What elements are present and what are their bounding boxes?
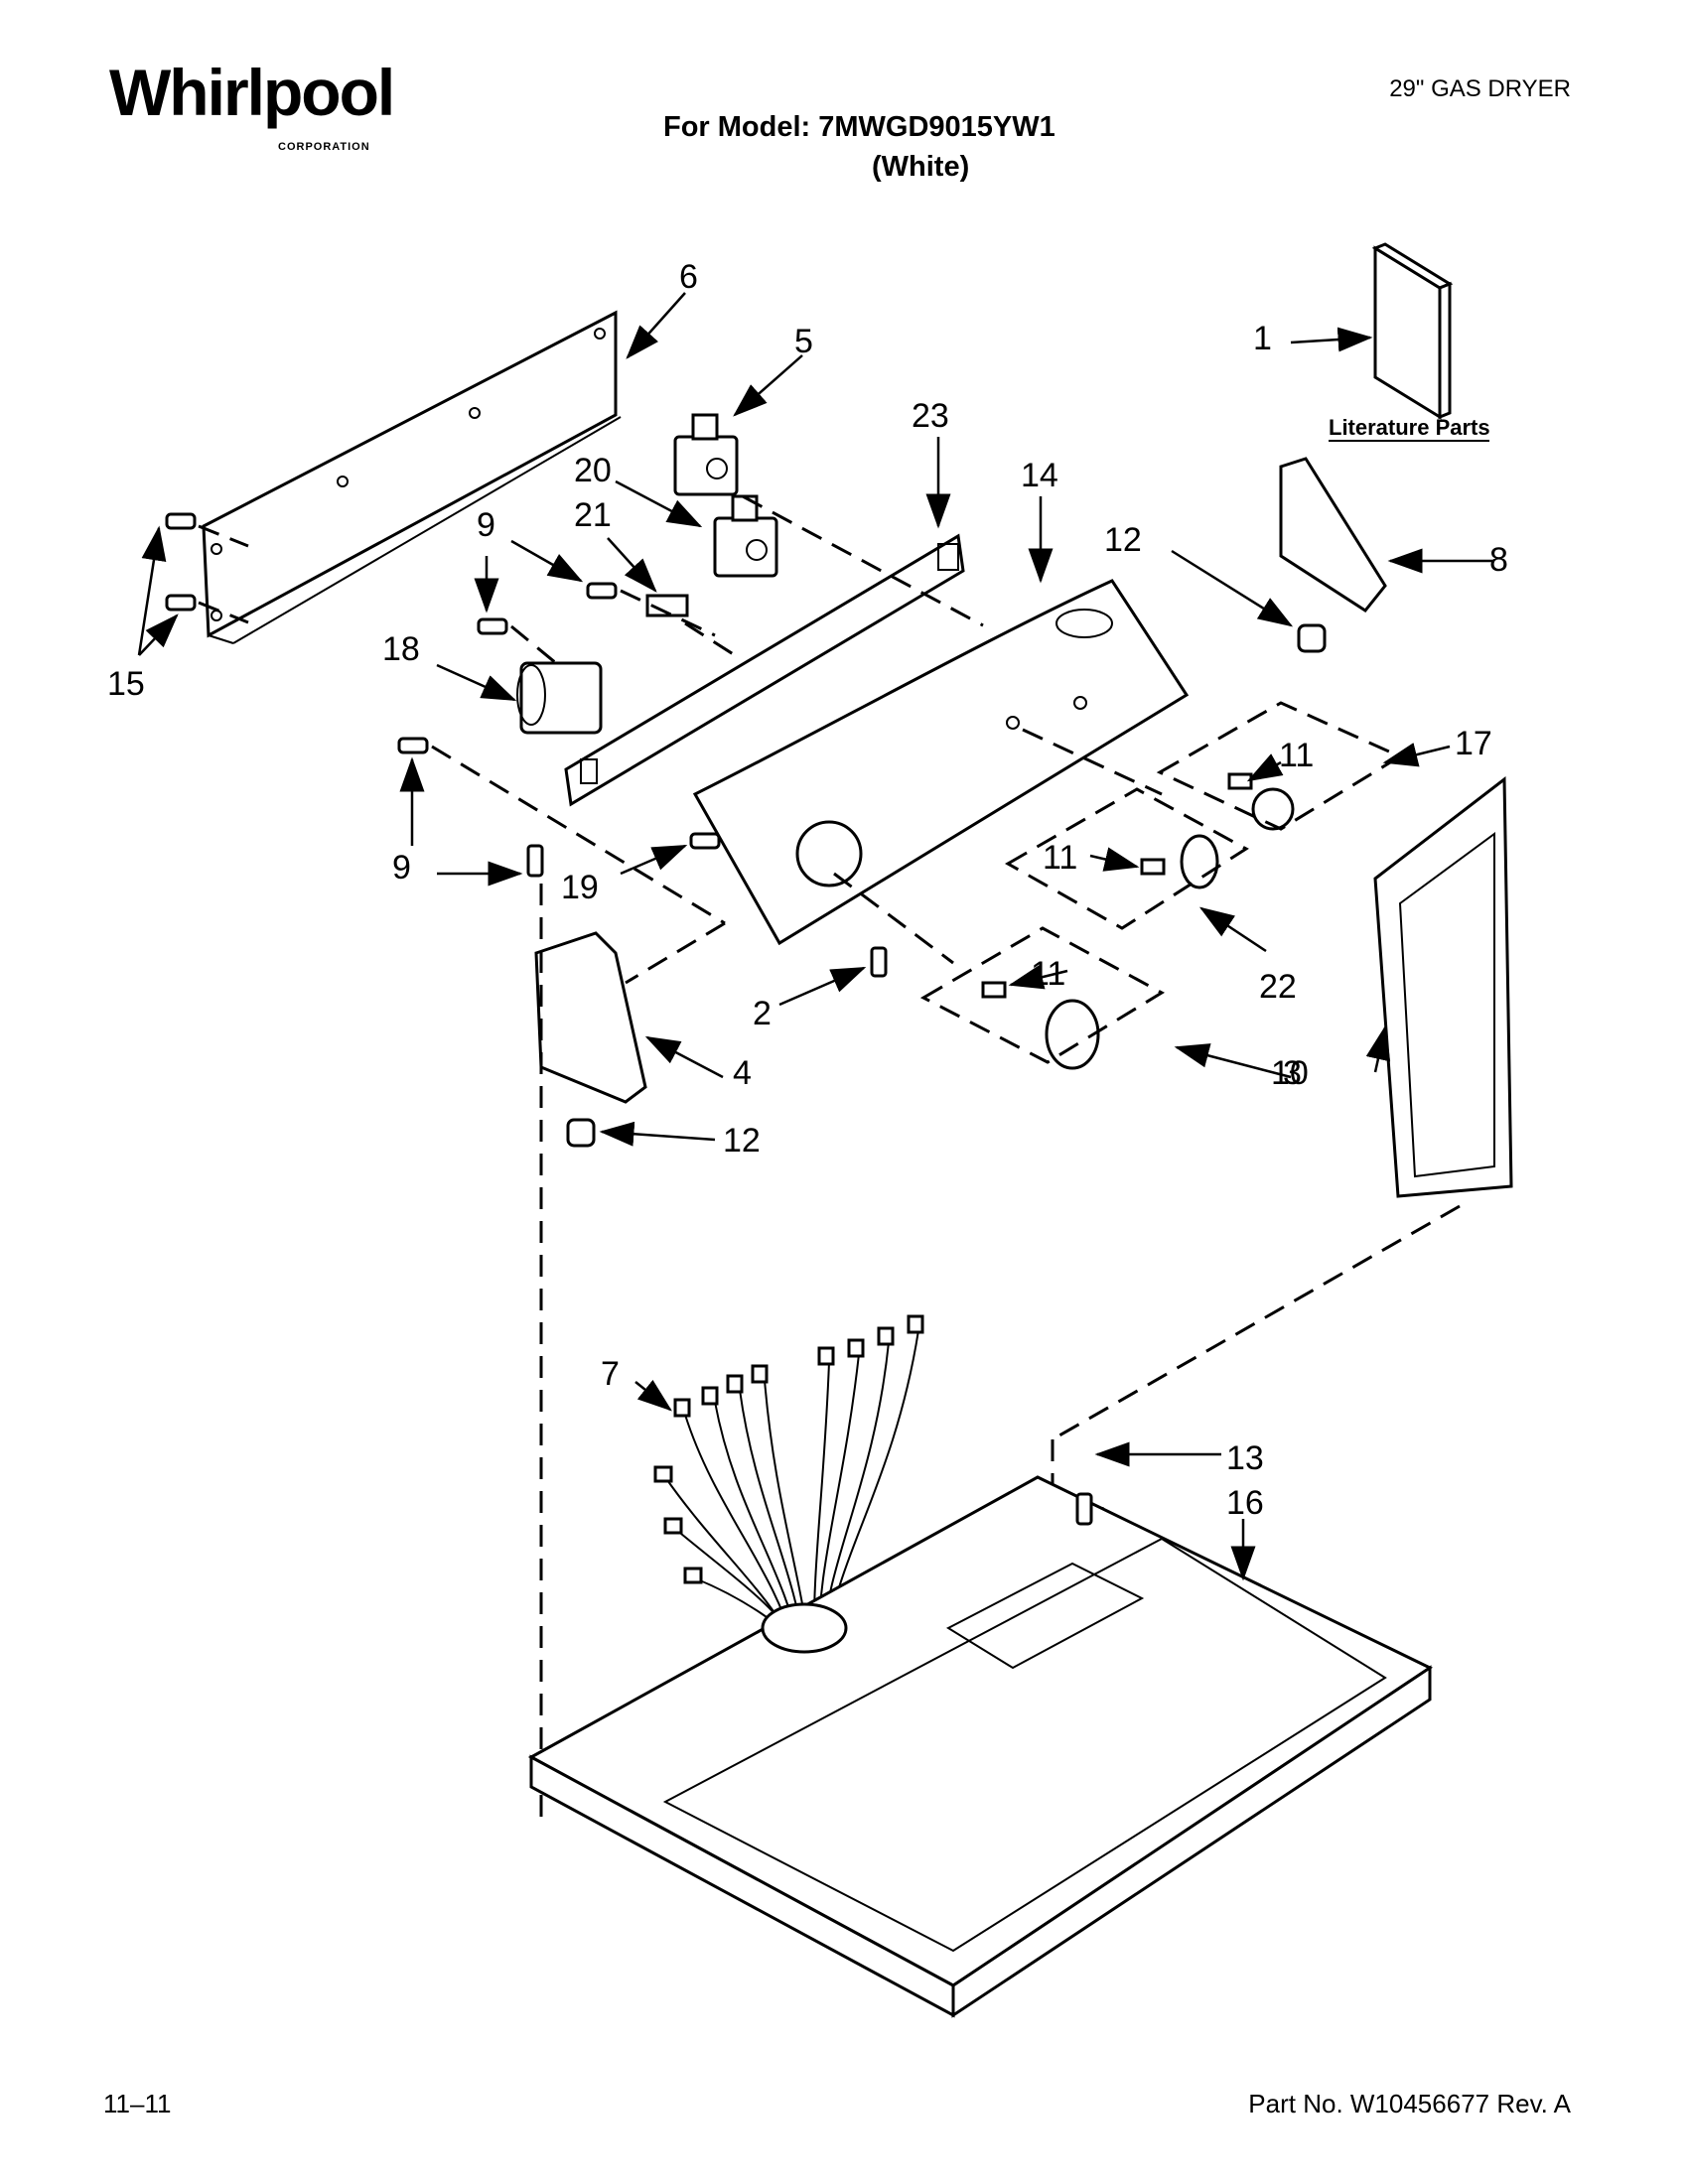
product-title: 29" GAS DRYER: [1389, 75, 1571, 102]
part-knob-middle: [1180, 834, 1219, 889]
callout-22: 22: [1259, 968, 1297, 1006]
part-screw-9c: [397, 737, 429, 754]
dash-line: [833, 872, 954, 965]
group-3: [919, 926, 1166, 1064]
leader-6: [626, 292, 686, 359]
callout-19: 19: [561, 869, 599, 906]
leader-12-lower: [599, 1121, 716, 1147]
part-number: Part No. W10456677 Rev. A: [1248, 2089, 1571, 2118]
callout-18: 18: [382, 630, 420, 668]
leader-11b: [1089, 847, 1140, 872]
part-screw-9a: [586, 582, 618, 600]
part-switch-upper: [673, 413, 739, 496]
brand-subtitle: CORPORATION: [278, 141, 370, 153]
leader-2: [778, 966, 867, 1007]
part-screw-9d: [526, 844, 544, 878]
literature-label: Literature Parts: [1329, 415, 1490, 440]
model-number: For Model: 7MWGD9015YW1: [663, 111, 1055, 143]
leader-19: [620, 844, 688, 876]
part-clip-12a: [566, 1118, 596, 1148]
leader-5: [733, 354, 803, 417]
callout-12b: 12: [723, 1122, 761, 1160]
model-color: (White): [872, 151, 970, 183]
part-clip-11c: [981, 981, 1007, 999]
dash-line: [742, 494, 984, 627]
leader-15b: [138, 614, 179, 656]
callout-15: 15: [107, 665, 145, 703]
callout-20: 20: [574, 452, 612, 489]
leader-22: [1198, 906, 1267, 953]
part-console-bracket: [564, 533, 965, 807]
part-top-panel: [527, 1475, 1434, 2018]
leader-3: [1174, 1043, 1292, 1079]
dash-line: [431, 745, 726, 925]
part-rear-panel: [202, 310, 622, 644]
group-22: [1004, 787, 1249, 930]
leader-21: [607, 537, 657, 593]
callout-11c: 11: [1031, 955, 1065, 993]
dash-line: [510, 624, 557, 665]
leader-9a: [510, 539, 584, 583]
callout-6: 6: [679, 258, 698, 296]
leader-12-upper: [1171, 549, 1294, 627]
part-clip-21: [645, 594, 689, 617]
dash-line: [620, 589, 716, 637]
leader-15a: [137, 525, 167, 656]
callout-10: 10: [1271, 1054, 1309, 1092]
callout-8: 8: [1489, 541, 1508, 579]
date-code: 11–11: [103, 2089, 172, 2118]
dash-line: [625, 921, 726, 985]
part-clip-11a: [1227, 772, 1253, 790]
leader-20: [615, 479, 703, 528]
callout-11a: 11: [1279, 737, 1314, 774]
dash-line: [684, 621, 736, 657]
callout-1: 1: [1253, 320, 1272, 357]
part-screw-19: [689, 832, 721, 850]
part-endcap: [534, 931, 647, 1104]
leader-4: [644, 1035, 724, 1079]
part-bracket-8: [1279, 457, 1387, 613]
leader-7: [634, 1379, 672, 1412]
part-knob-lower: [1045, 999, 1100, 1070]
part-timer: [516, 661, 603, 735]
part-screw-9b: [477, 617, 508, 635]
part-console: [692, 579, 1190, 946]
callout-9a: 9: [477, 506, 495, 544]
leader-11a: [1246, 753, 1284, 782]
part-screw-2: [870, 946, 888, 978]
part-clip-12b: [1297, 623, 1327, 653]
callout-13: 13: [1226, 1439, 1264, 1477]
callout-23: 23: [912, 397, 949, 435]
leader-18: [436, 663, 517, 702]
callout-14: 14: [1021, 457, 1058, 494]
leader-10: [1365, 1024, 1391, 1073]
callout-3: 3: [1283, 1054, 1302, 1092]
callout-16: 16: [1226, 1484, 1264, 1522]
callout-21: 21: [574, 496, 612, 534]
part-switch-lower: [713, 494, 778, 578]
callout-7: 7: [601, 1355, 620, 1393]
callout-4: 4: [733, 1054, 752, 1092]
brand-wordmark: Whirlpool: [109, 56, 395, 129]
callout-9b: 9: [392, 849, 411, 887]
callout-11b: 11: [1043, 839, 1077, 877]
dash-line: [1052, 1204, 1461, 1441]
dash-line: [198, 601, 249, 624]
dash-line: [198, 524, 249, 548]
part-knob-upper: [1251, 787, 1295, 831]
part-literature: [1371, 242, 1454, 420]
callout-5: 5: [794, 323, 813, 360]
part-clip-11b: [1140, 858, 1166, 876]
leader-11c: [1008, 965, 1068, 990]
callout-12a: 12: [1104, 521, 1142, 559]
brand-logo: Whirlpool CORPORATION: [109, 56, 395, 153]
part-lint-screen: [1373, 775, 1513, 1198]
part-screws-rear: [165, 512, 197, 612]
dash-line: [1022, 728, 1163, 796]
leader-17: [1382, 743, 1451, 767]
callout-2: 2: [753, 995, 772, 1032]
callout-17: 17: [1455, 725, 1492, 762]
leader-1: [1290, 327, 1373, 352]
